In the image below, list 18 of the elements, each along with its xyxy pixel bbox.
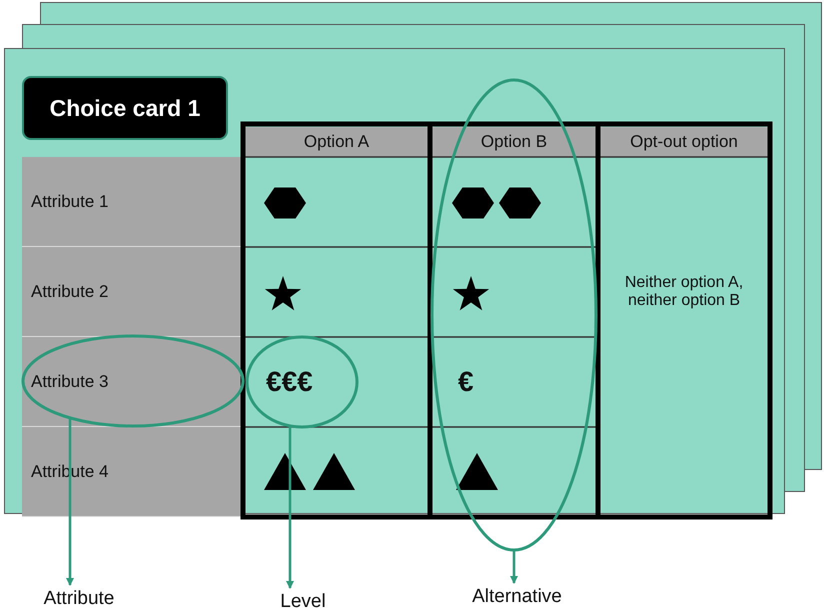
callout-label: Attribute: [22, 586, 136, 612]
row-header: Attribute 2: [22, 247, 243, 337]
highlight-ellipse: [245, 335, 359, 429]
leader-arrow: [286, 426, 294, 589]
column-header: Option A: [243, 127, 430, 157]
callout-label: Alternative: [452, 584, 582, 610]
column-header: Opt-out option: [598, 127, 770, 157]
callout-label: Level: [262, 589, 344, 614]
row-header: Attribute 1: [22, 157, 243, 247]
price-text: €€€: [266, 365, 313, 399]
highlight-ellipse: [430, 78, 598, 552]
card-title: Choice card 1: [22, 76, 228, 140]
leader-arrow: [66, 418, 74, 586]
price-text: €: [458, 365, 474, 399]
leader-arrow: [510, 550, 518, 584]
row-header: Attribute 3: [22, 337, 243, 427]
cell-text: Neither option A, neither option B: [624, 273, 744, 311]
column-header: Option B: [430, 127, 598, 157]
